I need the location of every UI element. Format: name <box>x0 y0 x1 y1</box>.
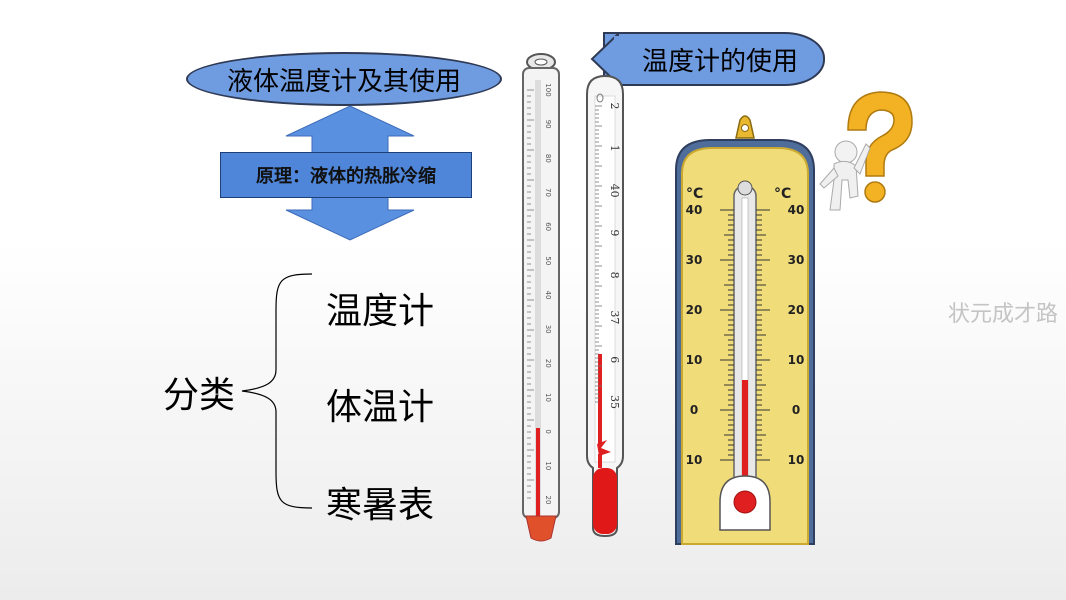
classify-label: 分类 <box>163 375 236 416</box>
wall-left-label: 30 <box>686 253 703 267</box>
question-mark-figure-icon <box>819 91 913 211</box>
clinical-tick-label: 8 <box>608 272 621 279</box>
type-wall-thermometer: 寒暑表 <box>326 485 435 526</box>
lab-tick-label: 90 <box>544 120 552 129</box>
wall-right-label: 10 <box>788 453 805 467</box>
wall-left-label: 10 <box>686 453 703 467</box>
type-clinical-thermometer: 体温计 <box>326 387 435 428</box>
liquid-thermometer-title-text: 液体温度计及其使用 <box>226 66 461 97</box>
liquid-thermometer-title: 液体温度计及其使用 <box>186 52 502 106</box>
lab-tick-label: 30 <box>544 325 552 334</box>
principle-box: 原理：液体的热胀冷缩 <box>220 152 472 198</box>
wall-left-label: 0 <box>690 403 698 417</box>
lab-tick-label: 10 <box>544 393 552 402</box>
lab-tick-label: 20 <box>544 496 552 505</box>
wall-unit-right: °C <box>774 186 791 202</box>
wall-unit-left: °C <box>686 186 703 202</box>
wall-thermometer: °C °C 40 30 20 10 0 10 40 30 20 10 0 10 <box>675 115 815 545</box>
type-thermometer: 温度计 <box>326 291 435 332</box>
wall-right-label: 30 <box>788 253 805 267</box>
wall-right-label: 10 <box>788 353 805 367</box>
wall-right-label: 20 <box>788 303 805 317</box>
wall-left-label: 10 <box>686 353 703 367</box>
lab-tick-label: 80 <box>544 154 552 163</box>
lab-tick-label: 70 <box>544 188 552 197</box>
clinical-thermometer: 2 1 40 9 8 37 6 35 <box>586 74 624 538</box>
usage-title-text: 温度计的使用 <box>641 46 798 77</box>
lab-tick-label: 20 <box>544 359 552 368</box>
lab-tick-label: 60 <box>544 222 552 231</box>
lab-tick-label: 50 <box>544 256 552 265</box>
wall-left-label: 20 <box>686 303 703 317</box>
watermark-text: 状元成才路 <box>948 302 1059 327</box>
usage-pill-point <box>590 32 620 86</box>
clinical-tick-label: 2 <box>608 103 621 110</box>
lab-tick-label: 10 <box>544 461 552 470</box>
wall-right-label: 40 <box>788 203 805 217</box>
lab-tick-label: 100 <box>544 83 552 96</box>
clinical-tick-label: 6 <box>608 356 621 363</box>
clinical-tick-label: 40 <box>608 184 621 198</box>
brace-shape <box>241 273 313 509</box>
lab-tick-label: 0 <box>544 429 552 433</box>
clinical-tick-label: 37 <box>608 310 621 324</box>
clinical-tick-label: 35 <box>608 395 621 409</box>
principle-text: 原理：液体的热胀冷缩 <box>256 166 436 187</box>
wall-right-label: 0 <box>792 403 800 417</box>
clinical-tick-label: 9 <box>608 229 621 236</box>
usage-title: 温度计的使用 <box>603 32 825 86</box>
lab-tick-label: 40 <box>544 291 552 300</box>
clinical-tick-label: 1 <box>608 145 621 152</box>
wall-left-label: 40 <box>686 203 703 217</box>
